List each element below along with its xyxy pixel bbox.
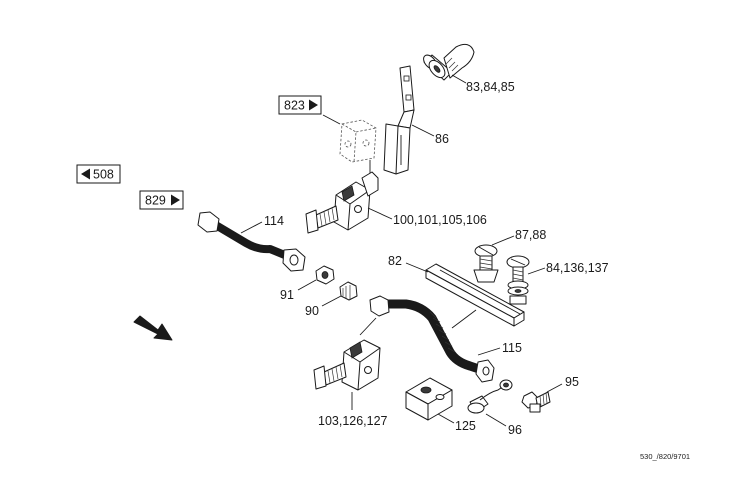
part-channel-82[interactable] <box>425 263 525 327</box>
leader-line <box>411 124 435 137</box>
callout-87-88[interactable]: 87,88 <box>515 228 546 242</box>
part-nipple-95[interactable] <box>521 391 551 413</box>
leader-line <box>491 235 515 246</box>
reference-box-823[interactable]: 823 <box>278 95 322 115</box>
leader-line <box>367 207 393 220</box>
callout-125[interactable]: 125 <box>455 419 476 433</box>
leader-line <box>546 383 563 393</box>
leader-line <box>322 114 341 125</box>
callout-84-136-137[interactable]: 84,136,137 <box>546 261 609 275</box>
reference-box-508[interactable]: 508 <box>76 164 121 184</box>
arrow-right-icon <box>171 194 180 206</box>
callout-103-126-127[interactable]: 103,126,127 <box>318 414 388 428</box>
leader-line <box>527 267 546 275</box>
leader-line <box>321 295 342 307</box>
part-pipe-115[interactable] <box>369 295 495 383</box>
part-bolt-84-136-137[interactable] <box>506 255 530 305</box>
part-bolt-83-84-85[interactable] <box>421 43 475 81</box>
reference-829-label: 829 <box>145 194 166 208</box>
callout-96[interactable]: 96 <box>508 423 522 437</box>
part-screw-87-88[interactable] <box>473 244 499 283</box>
leader-line <box>297 279 317 291</box>
callout-114[interactable]: 114 <box>264 214 284 228</box>
leader-line <box>451 74 467 84</box>
part-fitting-90[interactable] <box>339 281 358 301</box>
leader-line <box>240 221 263 234</box>
callout-90[interactable]: 90 <box>305 304 319 318</box>
arrow-right-icon <box>309 99 318 111</box>
callout-91[interactable]: 91 <box>280 288 294 302</box>
part-nut-91[interactable] <box>315 265 335 285</box>
reference-508-label: 508 <box>93 168 114 182</box>
part-cap-96[interactable] <box>467 379 513 414</box>
arrow-left-icon <box>81 168 90 180</box>
leader-line <box>359 317 377 336</box>
part-block-125[interactable] <box>405 377 453 421</box>
part-bracket-86[interactable] <box>383 65 415 175</box>
leader-line <box>405 262 429 273</box>
callout-83-84-85[interactable]: 83,84,85 <box>466 80 515 94</box>
reference-823-label: 823 <box>284 99 305 113</box>
callout-86[interactable]: 86 <box>435 132 449 146</box>
callout-115[interactable]: 115 <box>502 341 522 355</box>
callout-95[interactable]: 95 <box>565 375 579 389</box>
part-clamp-100-101-105-106[interactable] <box>305 171 379 234</box>
part-clamp-103-126-127[interactable] <box>313 339 381 391</box>
direction-arrow-icon <box>133 315 173 341</box>
drawing-code: 530_/820/9701 <box>640 452 690 461</box>
callout-100-101-105-106[interactable]: 100,101,105,106 <box>393 213 487 227</box>
part-pipe-114[interactable] <box>197 211 306 272</box>
leader-line <box>437 413 455 424</box>
leader-line <box>477 347 501 356</box>
callout-82[interactable]: 82 <box>388 254 402 268</box>
reference-box-829[interactable]: 829 <box>139 190 184 210</box>
ghost-clamp-block <box>339 119 377 163</box>
leader-line <box>451 309 477 329</box>
leader-line <box>485 413 507 427</box>
